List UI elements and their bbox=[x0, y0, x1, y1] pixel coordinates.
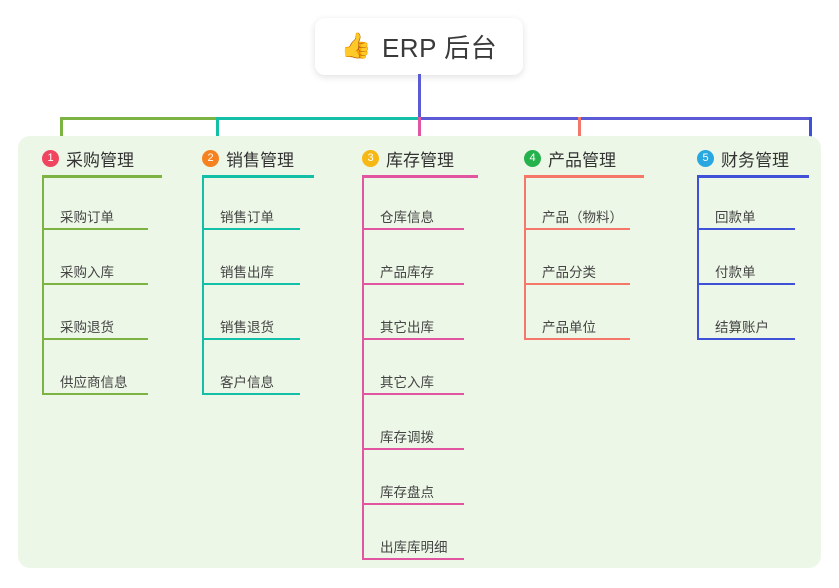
leaf-item[interactable]: 客户信息 bbox=[202, 369, 300, 395]
leaf-item-underline bbox=[42, 393, 148, 395]
branch-title-5: 财务管理 bbox=[721, 151, 789, 170]
branch-title-4: 产品管理 bbox=[548, 151, 616, 170]
leaf-item-underline bbox=[202, 393, 300, 395]
branch-header-5[interactable]: 5 财务管理 bbox=[697, 146, 789, 171]
leaf-item[interactable]: 回款单 bbox=[697, 204, 795, 230]
leaf-item-label: 出库库明细 bbox=[380, 540, 448, 555]
leaf-item[interactable]: 产品（物料） bbox=[524, 204, 630, 230]
leaf-item[interactable]: 销售退货 bbox=[202, 314, 300, 340]
leaf-item-underline bbox=[202, 228, 300, 230]
leaf-item[interactable]: 库存调拨 bbox=[362, 424, 464, 450]
leaf-item[interactable]: 其它入库 bbox=[362, 369, 464, 395]
leaf-item-underline bbox=[362, 558, 464, 560]
leaf-item-label: 仓库信息 bbox=[380, 210, 434, 225]
leaf-item[interactable]: 出库库明细 bbox=[362, 534, 464, 560]
branch-panel: 1 采购管理采购订单采购入库采购退货供应商信息 2 销售管理销售订单销售出库销售退货客… bbox=[18, 136, 821, 568]
branch-header-4[interactable]: 4 产品管理 bbox=[524, 146, 616, 171]
branch-badge-3: 3 bbox=[362, 150, 379, 167]
branch-title-3: 库存管理 bbox=[386, 151, 454, 170]
thumbs-up-icon: 👍 bbox=[340, 32, 372, 60]
root-node[interactable]: 👍 ERP 后台 bbox=[315, 18, 523, 75]
leaf-item-label: 其它出库 bbox=[380, 320, 434, 335]
branch-spine-4 bbox=[524, 178, 526, 340]
leaf-item-label: 销售出库 bbox=[220, 265, 274, 280]
leaf-item-underline bbox=[42, 283, 148, 285]
branch-spine-5 bbox=[697, 178, 699, 340]
branch-header-1[interactable]: 1 采购管理 bbox=[42, 146, 134, 171]
leaf-item[interactable]: 仓库信息 bbox=[362, 204, 464, 230]
branch-title-2: 销售管理 bbox=[226, 151, 294, 170]
branch-header-3[interactable]: 3 库存管理 bbox=[362, 146, 454, 171]
leaf-item-underline bbox=[697, 283, 795, 285]
leaf-item-underline bbox=[42, 338, 148, 340]
leaf-item-label: 产品（物料） bbox=[542, 210, 623, 225]
leaf-item-label: 其它入库 bbox=[380, 375, 434, 390]
leaf-item[interactable]: 其它出库 bbox=[362, 314, 464, 340]
leaf-item-underline bbox=[42, 228, 148, 230]
leaf-item-underline bbox=[697, 338, 795, 340]
leaf-item-label: 采购入库 bbox=[60, 265, 114, 280]
leaf-item-label: 供应商信息 bbox=[60, 375, 128, 390]
leaf-item-underline bbox=[362, 503, 464, 505]
leaf-item[interactable]: 销售出库 bbox=[202, 259, 300, 285]
leaf-item-label: 采购订单 bbox=[60, 210, 114, 225]
leaf-item[interactable]: 供应商信息 bbox=[42, 369, 148, 395]
leaf-item-label: 产品库存 bbox=[380, 265, 434, 280]
leaf-item-underline bbox=[362, 228, 464, 230]
branch-badge-1: 1 bbox=[42, 150, 59, 167]
leaf-item-label: 产品单位 bbox=[542, 320, 596, 335]
leaf-item-label: 销售订单 bbox=[220, 210, 274, 225]
bar-segment-green bbox=[60, 117, 218, 120]
leaf-item-label: 采购退货 bbox=[60, 320, 114, 335]
branch-header-2[interactable]: 2 销售管理 bbox=[202, 146, 294, 171]
leaf-item[interactable]: 采购入库 bbox=[42, 259, 148, 285]
leaf-item[interactable]: 产品分类 bbox=[524, 259, 630, 285]
leaf-item[interactable]: 销售订单 bbox=[202, 204, 300, 230]
leaf-item-underline bbox=[362, 393, 464, 395]
branch-underline-4 bbox=[524, 175, 644, 178]
branch-underline-3 bbox=[362, 175, 478, 178]
branch-badge-5: 5 bbox=[697, 150, 714, 167]
leaf-item-underline bbox=[362, 283, 464, 285]
leaf-item-label: 付款单 bbox=[715, 265, 756, 280]
leaf-item-underline bbox=[362, 338, 464, 340]
branch-underline-5 bbox=[697, 175, 809, 178]
branch-badge-2: 2 bbox=[202, 150, 219, 167]
root-node-title: ERP 后台 bbox=[381, 33, 498, 63]
leaf-item[interactable]: 库存盘点 bbox=[362, 479, 464, 505]
leaf-item[interactable]: 产品单位 bbox=[524, 314, 630, 340]
leaf-item-underline bbox=[202, 338, 300, 340]
leaf-item-underline bbox=[697, 228, 795, 230]
branch-underline-2 bbox=[202, 175, 314, 178]
leaf-item-label: 客户信息 bbox=[220, 375, 274, 390]
leaf-item-underline bbox=[524, 283, 630, 285]
leaf-item[interactable]: 结算账户 bbox=[697, 314, 795, 340]
branch-title-1: 采购管理 bbox=[66, 151, 134, 170]
bar-segment-blue bbox=[418, 117, 812, 120]
leaf-item-underline bbox=[362, 448, 464, 450]
leaf-item-label: 回款单 bbox=[715, 210, 756, 225]
bar-segment-teal bbox=[216, 117, 421, 120]
leaf-item-label: 产品分类 bbox=[542, 265, 596, 280]
branch-badge-4: 4 bbox=[524, 150, 541, 167]
leaf-item-label: 销售退货 bbox=[220, 320, 274, 335]
trunk-connector bbox=[418, 74, 421, 120]
leaf-item[interactable]: 产品库存 bbox=[362, 259, 464, 285]
leaf-item[interactable]: 付款单 bbox=[697, 259, 795, 285]
leaf-item-label: 结算账户 bbox=[715, 320, 769, 335]
leaf-item-label: 库存盘点 bbox=[380, 485, 434, 500]
leaf-item-underline bbox=[202, 283, 300, 285]
leaf-item[interactable]: 采购订单 bbox=[42, 204, 148, 230]
branch-underline-1 bbox=[42, 175, 162, 178]
leaf-item-underline bbox=[524, 228, 630, 230]
branch-spine-3 bbox=[362, 178, 364, 560]
leaf-item[interactable]: 采购退货 bbox=[42, 314, 148, 340]
branch-spine-1 bbox=[42, 178, 44, 395]
branch-spine-2 bbox=[202, 178, 204, 395]
leaf-item-label: 库存调拨 bbox=[380, 430, 434, 445]
leaf-item-underline bbox=[524, 338, 630, 340]
